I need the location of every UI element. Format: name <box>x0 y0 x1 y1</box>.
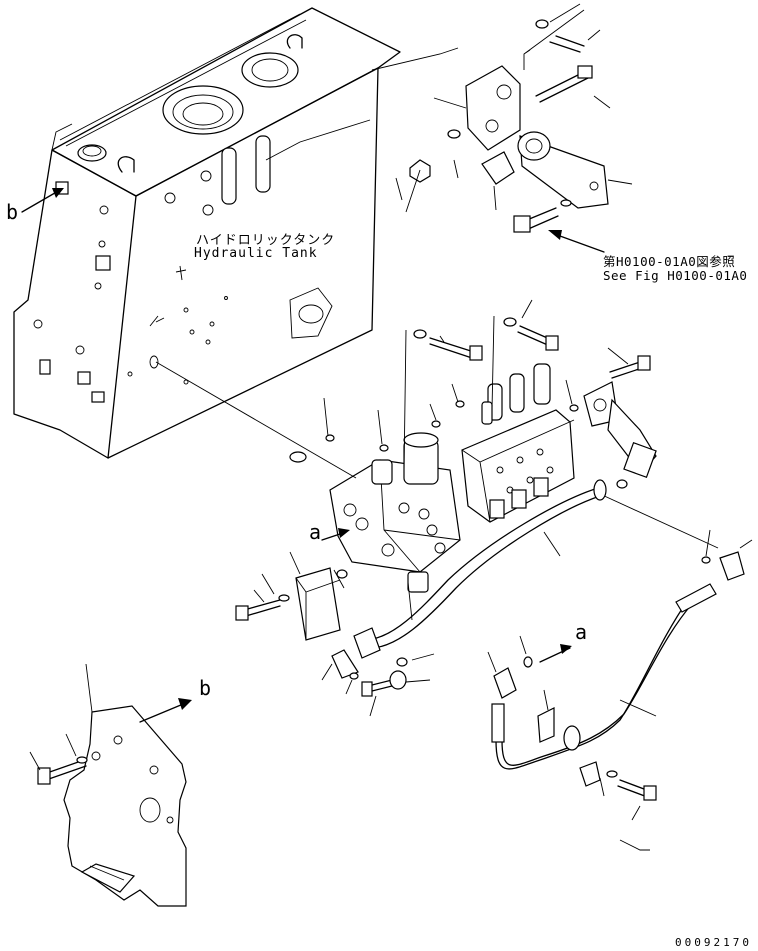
marker-b-plate: b <box>199 676 212 700</box>
valve-mounting-bolts <box>403 299 651 473</box>
small-fittings <box>321 581 435 717</box>
control-valve-stack <box>461 363 575 523</box>
marker-a-valve: a <box>309 520 322 544</box>
marker-b-tank: b <box>6 200 19 224</box>
marker-a-hose: a <box>575 620 588 644</box>
marker-arrowhead-b-tank <box>52 188 64 198</box>
reference-label-japanese: 第H0100-01A0図参照 <box>603 254 736 269</box>
leader-line-valve-fitting <box>599 493 719 549</box>
hydraulic-tank <box>13 7 401 459</box>
hydraulic-hose-lower <box>491 539 753 770</box>
elbow-connector <box>487 651 517 699</box>
hydraulic-hose-main <box>353 479 607 659</box>
o-rings <box>289 379 711 668</box>
marker-arrowhead-b-plate <box>178 698 192 710</box>
reference-arrow <box>559 235 605 253</box>
reference-arrowhead <box>548 230 562 240</box>
solenoid-block <box>235 551 341 641</box>
mounting-bracket-assembly <box>265 3 633 233</box>
marker-arrowhead-a-hose <box>560 644 572 654</box>
elbow-fitting <box>583 381 657 479</box>
marker-arrow-b-plate <box>139 701 189 723</box>
leader-line-tank-valve <box>155 361 357 479</box>
tank-label-english: Hydraulic Tank <box>194 246 318 261</box>
tank-label-japanese: ハイドロリックタンク <box>196 233 336 248</box>
drawing-code: 00092170 <box>675 936 752 949</box>
hose-clamps <box>519 635 657 821</box>
leader-line-misc <box>619 839 650 851</box>
reference-label-english: See Fig H0100-01A0 <box>603 268 748 283</box>
marker-arrowhead-a-valve <box>338 528 350 538</box>
control-valve-left <box>329 432 461 593</box>
cover-plate <box>29 663 187 907</box>
marker-arrow-b-tank <box>21 189 61 213</box>
